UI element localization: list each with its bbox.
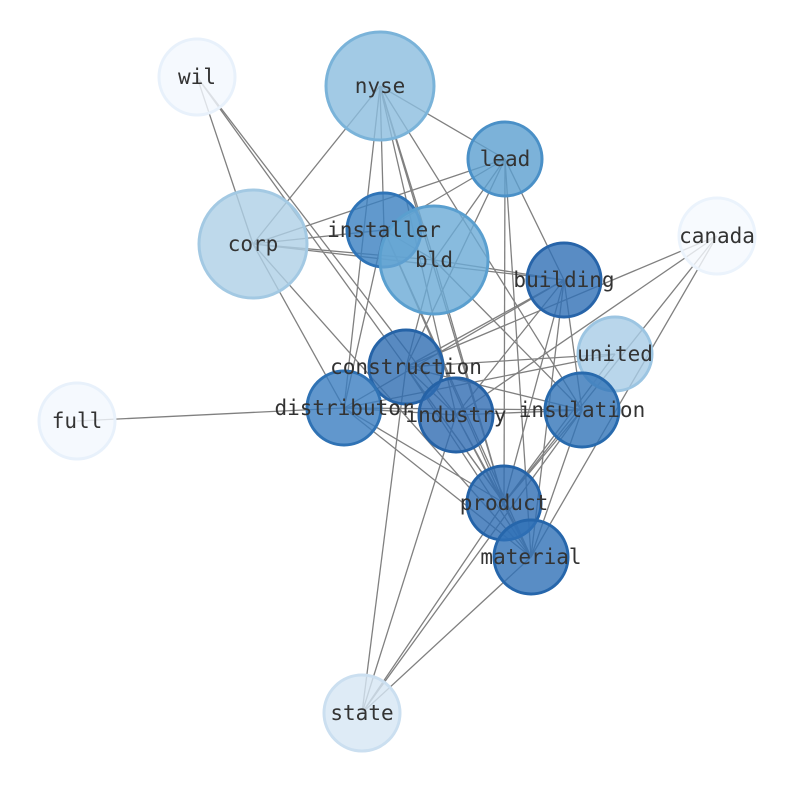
node-material <box>492 518 570 596</box>
node-label-nyse: nyse <box>355 74 406 98</box>
node-label-distributor: distributor <box>274 396 413 420</box>
node-building <box>525 241 603 319</box>
label-layer: nyse wil lead corp installer bld canada buildin… <box>52 65 755 725</box>
node-label-corp: corp <box>228 232 279 256</box>
node-label-insulation: insulation <box>519 398 645 422</box>
edge-canada-industry <box>455 235 718 416</box>
edge-construction-state <box>361 366 407 714</box>
node-corp <box>197 188 309 300</box>
node-label-bld: bld <box>415 248 453 272</box>
edge-industry-state <box>361 414 457 714</box>
node-bld <box>378 204 490 316</box>
node-nyse <box>324 30 436 142</box>
node-wil <box>157 37 237 117</box>
node-label-lead: lead <box>480 147 531 171</box>
edge-product-state <box>361 502 505 714</box>
node-label-state: state <box>330 701 393 725</box>
edge-insulation-state <box>361 409 583 714</box>
node-construction <box>367 328 445 406</box>
node-distributor <box>305 369 383 447</box>
edge-full-distributor <box>76 407 345 422</box>
node-label-material: material <box>480 545 581 569</box>
node-layer <box>37 30 757 753</box>
node-full <box>37 381 117 461</box>
node-label-canada: canada <box>679 224 755 248</box>
node-label-full: full <box>52 409 103 433</box>
node-canada <box>677 196 757 276</box>
node-label-building: building <box>513 268 614 292</box>
node-insulation <box>543 371 621 449</box>
node-label-product: product <box>460 491 549 515</box>
node-label-installer: installer <box>327 218 441 242</box>
edge-canada-material <box>530 235 718 558</box>
node-label-construction: construction <box>330 355 482 379</box>
node-label-wil: wil <box>178 65 216 89</box>
node-lead <box>466 120 544 198</box>
node-label-industry: industry <box>405 403 506 427</box>
node-industry <box>417 376 495 454</box>
node-label-united: united <box>577 342 653 366</box>
node-state <box>322 673 402 753</box>
